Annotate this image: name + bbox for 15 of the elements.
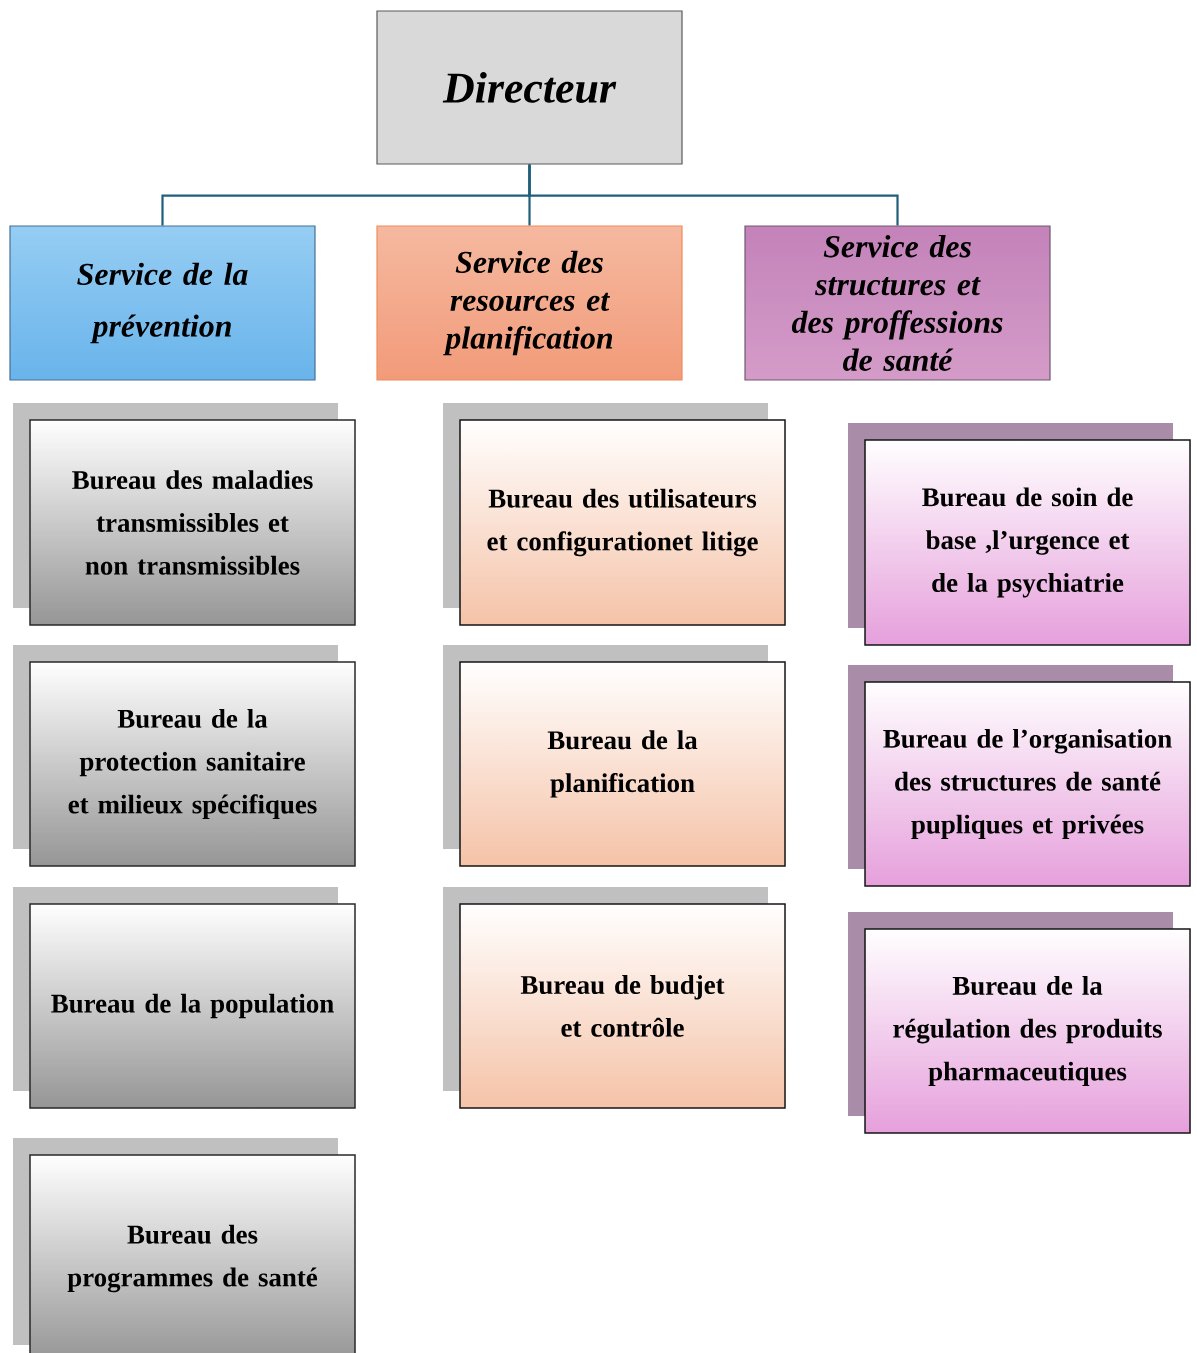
bureau-box: Bureau des maladies transmissibles et non transmissibles [13, 403, 356, 626]
bureau-box: Bureau de la population [13, 887, 356, 1109]
bureau-box: Bureau des utilisateurs et configurationet litige [443, 403, 786, 626]
bureau-box: Bureau de la protection sanitaire et milieux spécifiques [13, 645, 356, 867]
service-box: Service des resources et planification [376, 225, 683, 381]
service-box: Service de la prévention [9, 225, 316, 381]
connector-line [528, 164, 899, 226]
bureau-box: Bureau de la régulation des produits pharmaceutiques [848, 912, 1191, 1134]
bureau-box: Bureau des programmes de santé [13, 1138, 356, 1353]
director-box: Directeur [376, 10, 683, 165]
bureau-box: Bureau de la planification [443, 645, 786, 867]
bureau-box: Bureau de budjet et contrôle [443, 887, 786, 1109]
bureau-box: Bureau de soin de base ,l’urgence et de la psychiatrie [848, 423, 1191, 646]
bureau-box: Bureau de l’organisation des structures de santé pupliques et privées [848, 665, 1191, 887]
service-box: Service des structures et des proffessions de santé [744, 225, 1051, 381]
